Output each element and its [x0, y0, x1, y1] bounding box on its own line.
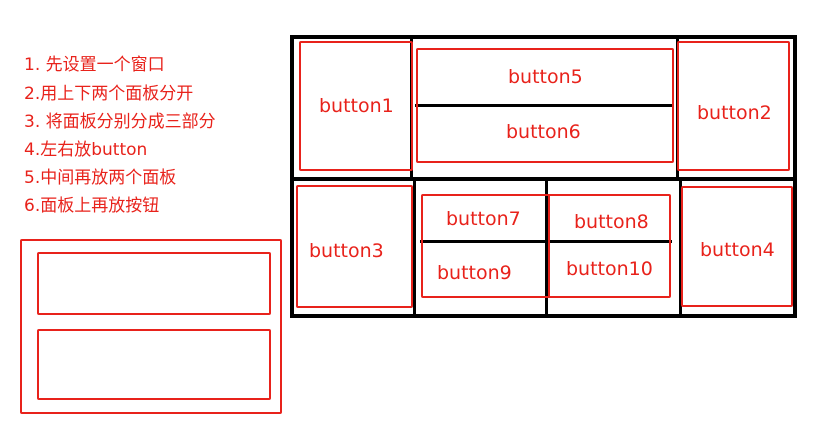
center-bottom-panel-box — [421, 194, 671, 298]
window-frame — [290, 35, 797, 318]
button1-box — [299, 41, 413, 171]
frame-divider-bottom-middle — [545, 181, 548, 316]
frame-divider-center-bottom — [420, 240, 672, 243]
button5-label: button5 — [508, 66, 583, 88]
button7-label: button7 — [446, 208, 521, 230]
button6-label: button6 — [506, 121, 581, 143]
frame-divider-horizontal — [290, 177, 797, 181]
step-6: 6.面板上再放按钮 — [24, 196, 160, 216]
button4-box — [681, 186, 793, 307]
step-5: 5.中间再放两个面板 — [24, 168, 177, 188]
button2-label: button2 — [697, 102, 772, 124]
step-4: 4.左右放button — [24, 140, 148, 160]
button2-box — [677, 41, 790, 171]
button3-label: button3 — [309, 240, 384, 262]
center-top-panel-box — [416, 48, 674, 163]
frame-divider-bottom-left — [413, 181, 416, 316]
window-sketch — [20, 239, 282, 414]
button10-label: button10 — [566, 258, 653, 280]
button8-label: button8 — [574, 211, 649, 233]
step-3: 3. 将面板分别分成三部分 — [24, 112, 216, 132]
panel-sketch-top — [37, 252, 271, 315]
button9-label: button9 — [437, 262, 512, 284]
step-2: 2.用上下两个面板分开 — [24, 84, 194, 104]
frame-divider-center-top — [415, 104, 673, 107]
button3-box — [296, 185, 413, 308]
button1-label: button1 — [319, 95, 394, 117]
center-bottom-red-divider — [548, 196, 550, 296]
step-1: 1. 先设置一个窗口 — [24, 55, 165, 75]
button4-label: button4 — [700, 239, 775, 261]
frame-divider-bottom-right — [679, 181, 682, 316]
panel-sketch-bottom — [37, 329, 271, 400]
